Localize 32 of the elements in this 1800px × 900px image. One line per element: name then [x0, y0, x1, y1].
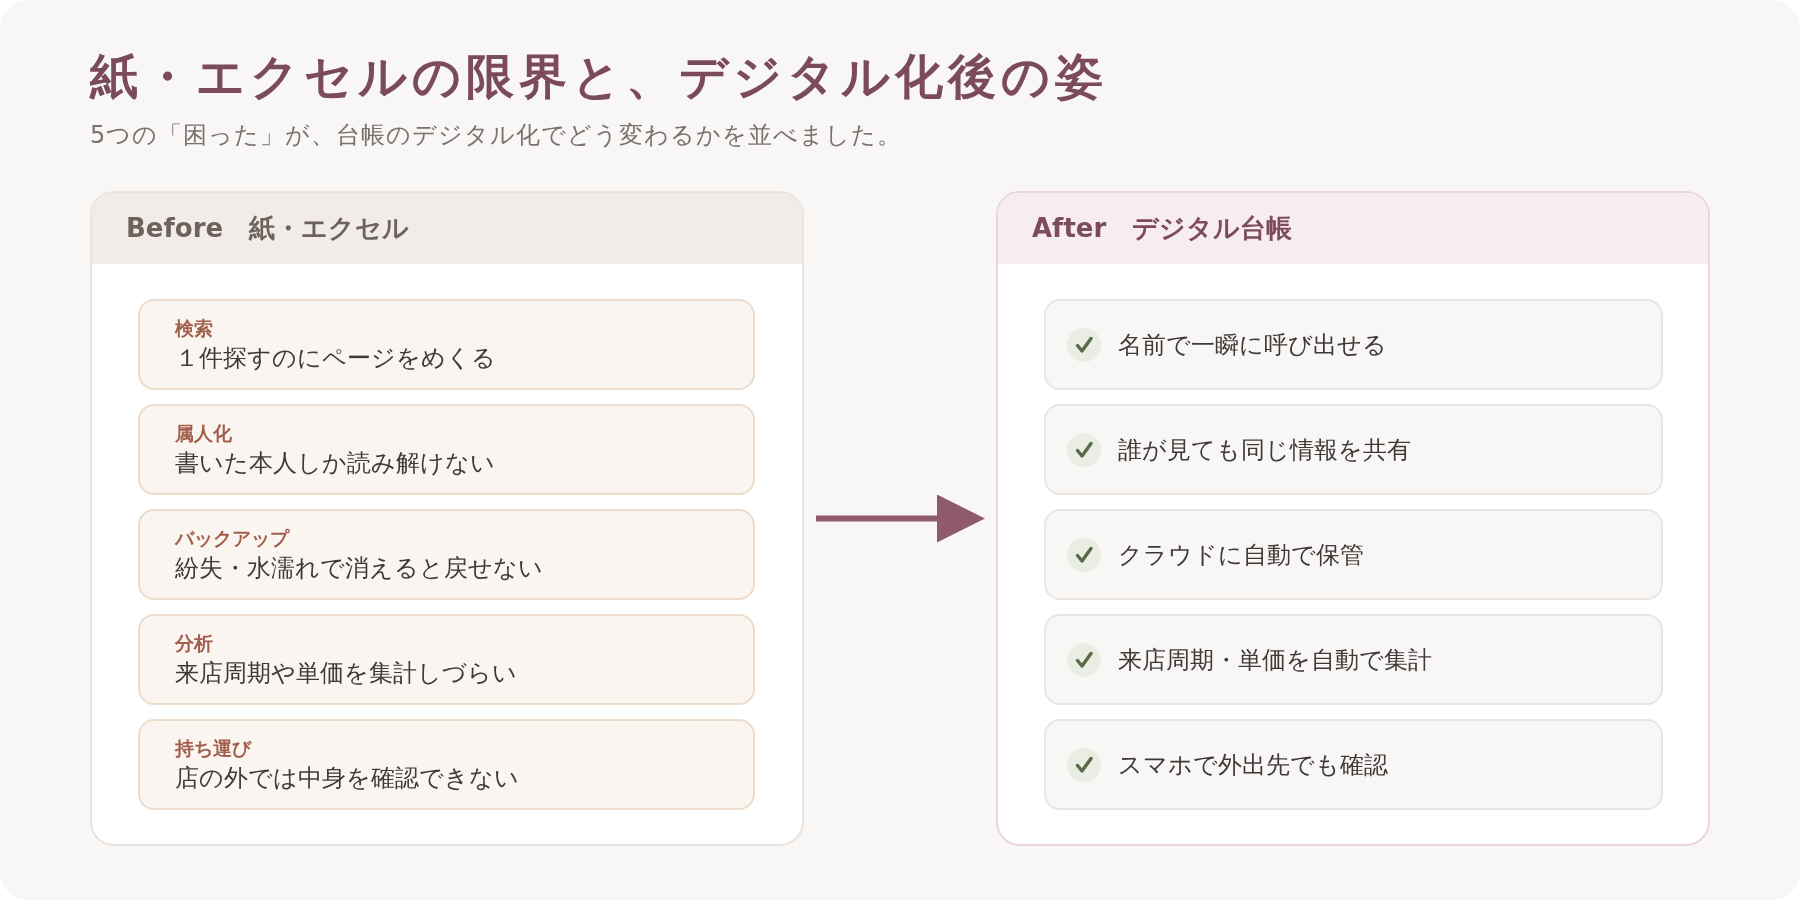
- benefit-card: [1044, 299, 1663, 390]
- item-text: 店の外では中身を確認できない: [175, 762, 520, 794]
- problem-card: [138, 299, 755, 390]
- problem-card: [138, 509, 755, 600]
- page-title: 紙・エクセルの限界と、デジタル化後の姿: [90, 47, 1108, 106]
- item-text: 誰が見ても同じ情報を共有: [1118, 434, 1411, 466]
- arrow: [816, 494, 985, 543]
- item-text: 書いた本人しか読み解けない: [175, 447, 496, 479]
- item-text: １件探すのにページをめくる: [175, 342, 497, 374]
- item-heading: バックアップ: [175, 525, 291, 551]
- item-text: スマホで外出先でも確認: [1118, 749, 1388, 781]
- benefit-card: [1044, 404, 1663, 495]
- problem-card: [138, 719, 755, 810]
- panel-header: After デジタル台帳: [998, 193, 1708, 264]
- item-heading: 属人化: [175, 420, 233, 446]
- item-text: 来店周期・単価を自動で集計: [1118, 644, 1432, 676]
- item-text: 名前で一瞬に呼び出せる: [1118, 329, 1387, 361]
- item-heading: 持ち運び: [175, 735, 253, 761]
- item-text: 来店周期や単価を集計しづらい: [175, 657, 518, 689]
- problem-card: [138, 614, 755, 705]
- benefit-card: [1044, 614, 1663, 705]
- benefit-card: [1044, 509, 1663, 600]
- before-panel: [90, 191, 804, 846]
- item-text: クラウドに自動で保管: [1118, 539, 1364, 571]
- item-heading: 検索: [175, 315, 214, 341]
- problem-card: [138, 404, 755, 495]
- item-heading: 分析: [175, 630, 214, 656]
- panel-header: Before 紙・エクセル: [92, 193, 802, 264]
- after-panel: [996, 191, 1710, 846]
- item-text: 紛失・水濡れで消えると戻せない: [175, 552, 544, 584]
- benefit-card: [1044, 719, 1663, 810]
- subtitle: 5つの「困った」が、台帳のデジタル化でどう変わるかを並べました。: [90, 120, 903, 151]
